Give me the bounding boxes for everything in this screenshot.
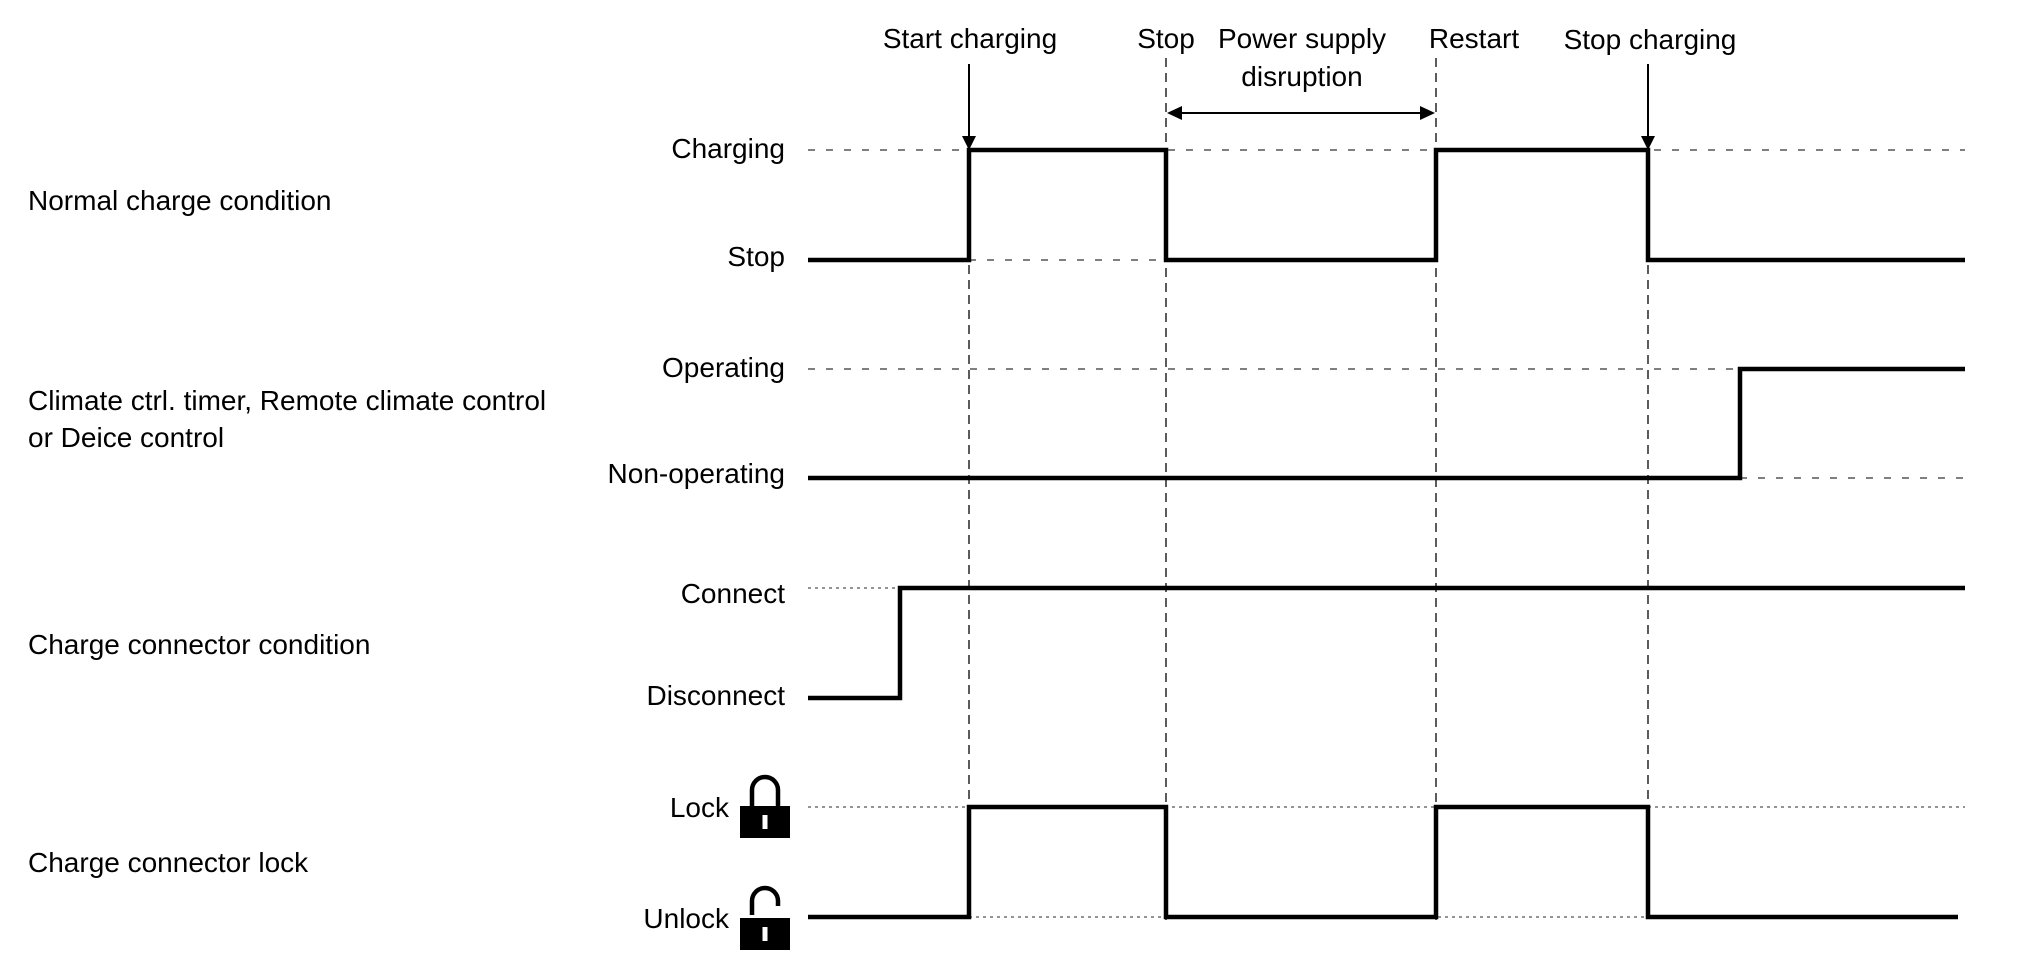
level-stop: Stop <box>727 241 785 272</box>
event-restart: Restart <box>1429 23 1519 54</box>
stop-charging-arrowhead <box>1641 136 1655 150</box>
power-disruption-arrowhead-left <box>1167 106 1182 120</box>
padlock-open-icon <box>740 885 790 950</box>
event-start-charging: Start charging <box>883 23 1057 54</box>
level-labels: Charging Stop Operating Non-operating Co… <box>608 133 786 934</box>
level-connect: Connect <box>681 578 786 609</box>
padlock-closed-icon <box>740 774 790 838</box>
level-non-operating: Non-operating <box>608 458 785 489</box>
event-guides <box>968 58 1649 920</box>
signal-traces <box>808 147 1965 920</box>
level-disconnect: Disconnect <box>646 680 785 711</box>
event-labels: Start charging Stop Power supply disrupt… <box>883 23 1737 92</box>
event-power-supply-line2: disruption <box>1241 61 1362 92</box>
level-guides <box>808 149 1965 918</box>
level-lock: Lock <box>670 792 730 823</box>
event-arrows <box>962 64 1655 150</box>
level-charging: Charging <box>671 133 785 164</box>
trace-climate <box>808 366 1965 481</box>
signal-name-connector-condition: Charge connector condition <box>28 629 370 660</box>
start-charging-arrowhead <box>962 136 976 150</box>
trace-connector-condition <box>808 585 1965 701</box>
signal-name-climate-line1: Climate ctrl. timer, Remote climate cont… <box>28 385 546 416</box>
trace-normal-charge <box>808 147 1965 263</box>
event-power-supply-line1: Power supply <box>1218 23 1386 54</box>
level-unlock: Unlock <box>643 903 730 934</box>
signal-name-normal-charge: Normal charge condition <box>28 185 332 216</box>
signal-name-connector-lock: Charge connector lock <box>28 847 309 878</box>
signal-names: Normal charge condition Climate ctrl. ti… <box>28 185 546 878</box>
level-operating: Operating <box>662 352 785 383</box>
trace-connector-lock <box>808 804 1958 920</box>
power-disruption-arrowhead-right <box>1420 106 1435 120</box>
event-stop: Stop <box>1137 23 1195 54</box>
event-stop-charging: Stop charging <box>1564 24 1737 55</box>
signal-name-climate-line2: or Deice control <box>28 422 224 453</box>
